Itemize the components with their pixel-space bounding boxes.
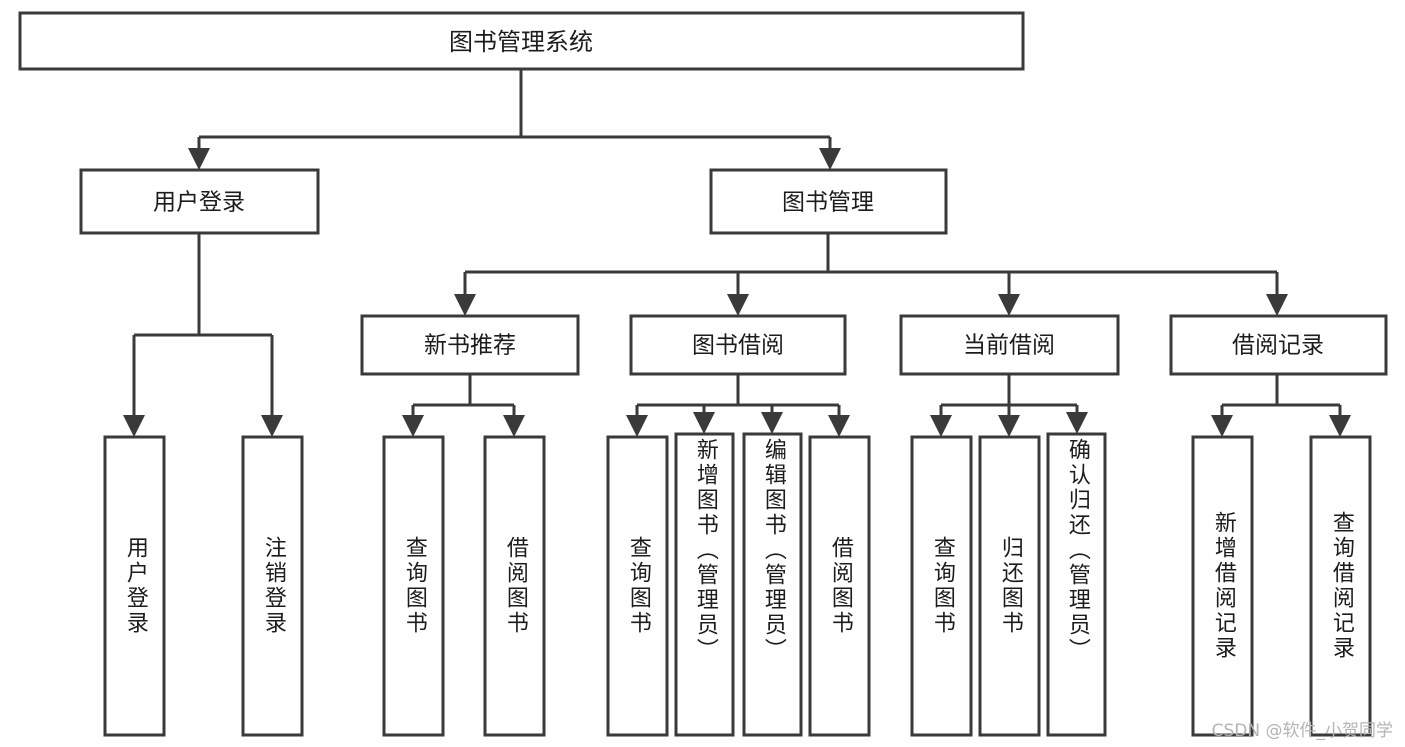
node-current-borrow-label: 当前借阅: [963, 333, 1055, 359]
leaf-return-book[interactable]: 归还图书: [980, 437, 1039, 735]
leaf-confirm-return-label: 确认归还（管理员）: [1064, 438, 1090, 663]
connector-current-borrow-to-leaves: [930, 374, 1088, 437]
connector-borrow-record-to-leaves: [1211, 374, 1351, 437]
leaf-box-add-record[interactable]: [1191, 435, 1254, 737]
leaf-borrow-book-newbook[interactable]: 借阅图书: [485, 437, 544, 735]
leaf-box-logout[interactable]: [241, 435, 304, 737]
node-book-borrow-label: 图书借阅: [692, 333, 784, 359]
leaf-query-book-current[interactable]: 查询图书: [912, 437, 971, 735]
leaf-edit-book-label: 编辑图书（管理员）: [760, 438, 786, 663]
leaf-box-query-book-newbook[interactable]: [382, 435, 445, 737]
leaf-box-edit-book[interactable]: [742, 432, 803, 737]
connector-new-book-to-leaves: [402, 374, 525, 437]
leaf-confirm-return[interactable]: 确认归还（管理员）: [1048, 434, 1105, 735]
node-new-book-recommend[interactable]: 新书推荐: [360, 314, 580, 376]
node-user-login-label: 用户登录: [153, 190, 245, 216]
leaf-box-return-book[interactable]: [978, 435, 1041, 737]
leaf-add-record-label: 新增借阅记录: [1210, 511, 1236, 661]
node-borrow-record[interactable]: 借阅记录: [1169, 314, 1388, 376]
node-root[interactable]: 图书管理系统: [18, 11, 1025, 71]
leaf-add-record[interactable]: 新增借阅记录: [1193, 437, 1252, 735]
leaf-user-login[interactable]: 用户登录: [105, 437, 164, 735]
leaf-box-confirm-return[interactable]: [1046, 432, 1107, 737]
connector-root-to-level2: [188, 69, 841, 170]
leaf-return-book-label: 归还图书: [997, 536, 1023, 636]
leaf-user-login-label: 用户登录: [122, 536, 148, 636]
leaf-logout[interactable]: 注销登录: [243, 437, 302, 735]
node-book-management-label: 图书管理: [782, 190, 874, 216]
leaf-add-book[interactable]: 新增图书（管理员）: [676, 434, 733, 735]
leaf-query-book-newbook-label: 查询图书: [401, 536, 427, 636]
node-borrow-record-label: 借阅记录: [1232, 333, 1324, 359]
leaf-box-add-book[interactable]: [674, 432, 735, 737]
leaf-box-query-book-borrow[interactable]: [606, 435, 669, 737]
leaf-query-book-borrow-label: 查询图书: [625, 536, 651, 636]
leaf-box-user-login[interactable]: [103, 435, 166, 737]
leaf-box-borrow-book[interactable]: [808, 435, 871, 737]
leaf-borrow-book-label: 借阅图书: [827, 536, 853, 636]
leaf-box-borrow-book-newbook[interactable]: [483, 435, 546, 737]
node-book-management[interactable]: 图书管理: [709, 168, 948, 235]
leaf-box-query-book-current[interactable]: [910, 435, 973, 737]
leaf-box-query-record[interactable]: [1309, 435, 1372, 737]
connector-book-mgmt-to-level3: [454, 233, 1288, 316]
leaf-edit-book[interactable]: 编辑图书（管理员）: [744, 434, 801, 735]
node-book-borrow[interactable]: 图书借阅: [629, 314, 847, 376]
node-root-label: 图书管理系统: [449, 28, 593, 56]
leaf-borrow-book-newbook-label: 借阅图书: [502, 536, 528, 636]
leaf-query-record-label: 查询借阅记录: [1328, 511, 1354, 661]
connector-user-login-to-leaves: [123, 233, 283, 437]
node-current-borrow[interactable]: 当前借阅: [899, 314, 1120, 376]
node-new-book-recommend-label: 新书推荐: [424, 333, 516, 359]
leaf-logout-label: 注销登录: [260, 536, 286, 636]
leaf-query-record[interactable]: 查询借阅记录: [1311, 437, 1370, 735]
leaf-query-book-current-label: 查询图书: [929, 536, 955, 636]
connector-book-borrow-to-leaves: [626, 374, 850, 437]
leaf-query-book-newbook[interactable]: 查询图书: [384, 437, 443, 735]
node-user-login[interactable]: 用户登录: [79, 168, 320, 235]
leaf-query-book-borrow[interactable]: 查询图书: [608, 437, 667, 735]
leaf-borrow-book[interactable]: 借阅图书: [810, 437, 869, 735]
leaf-add-book-label: 新增图书（管理员）: [692, 438, 718, 663]
